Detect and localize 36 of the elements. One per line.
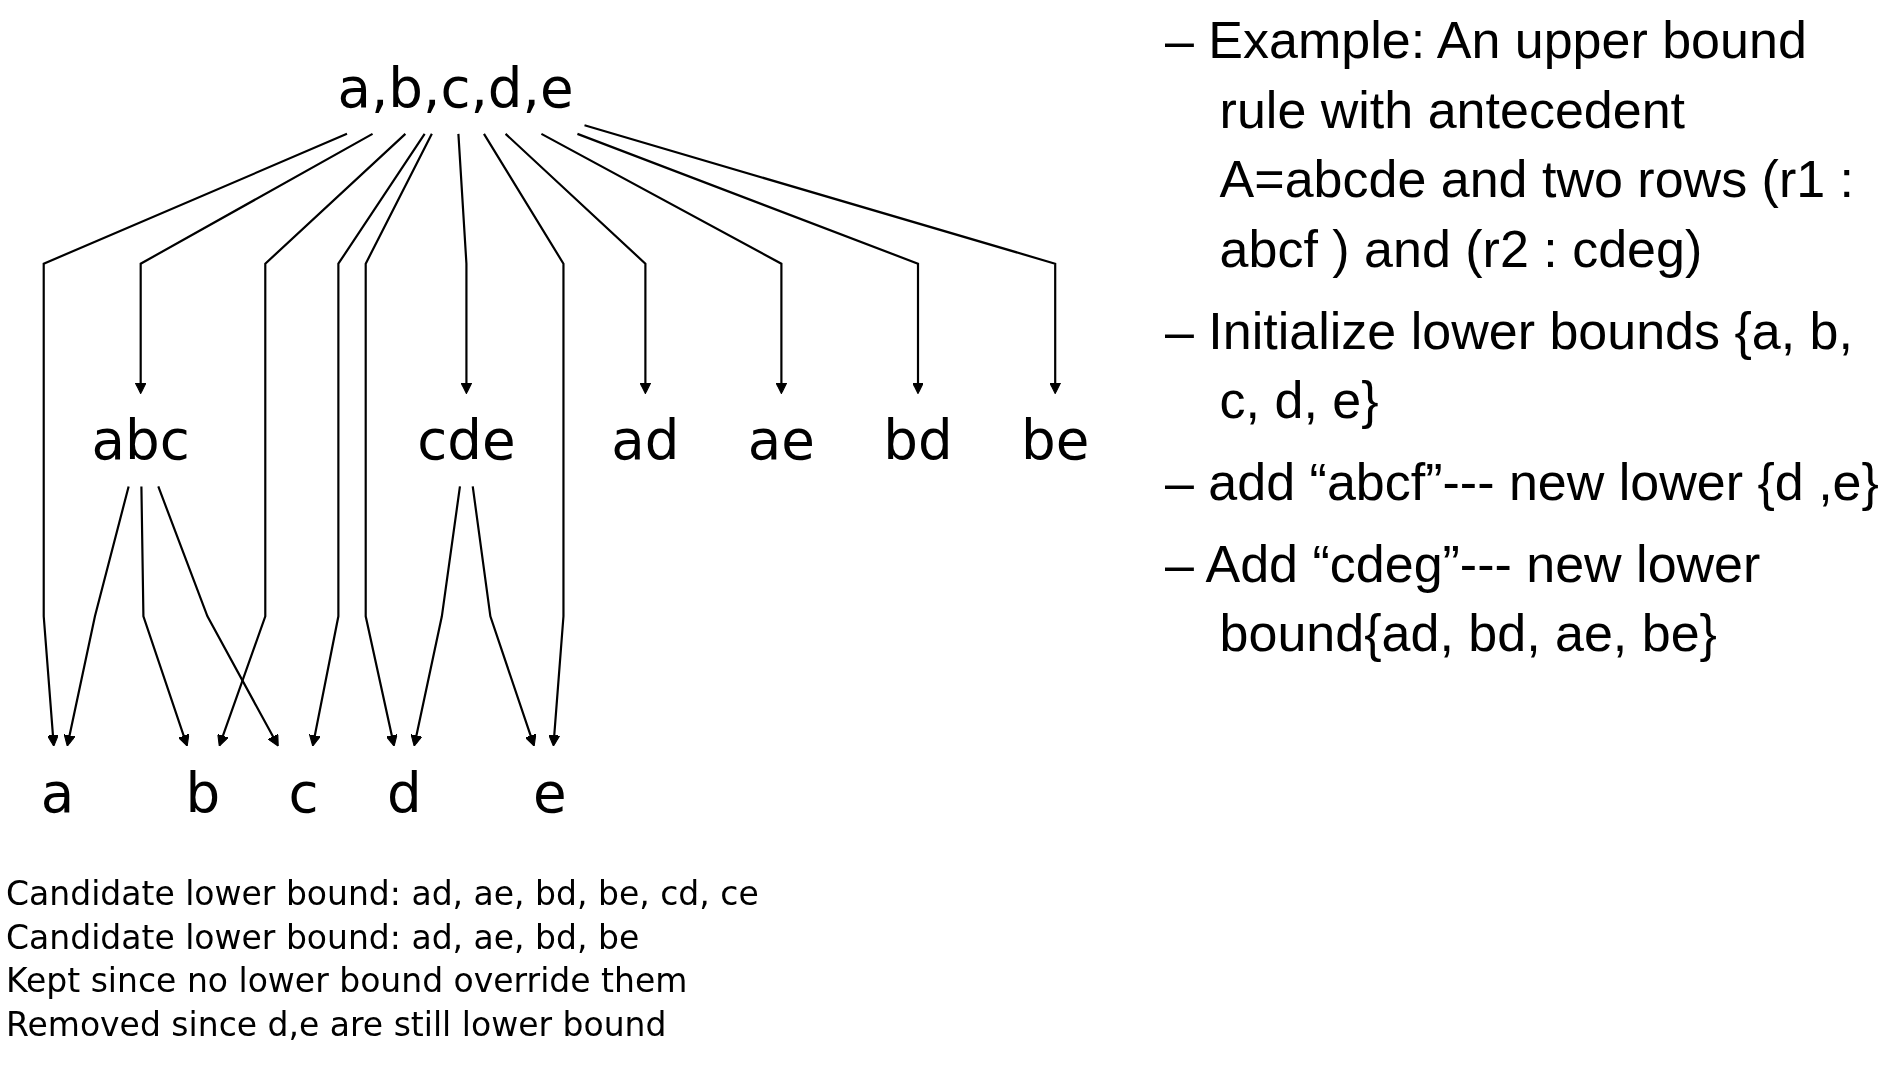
node-text: be [1021, 408, 1090, 472]
arrow [483, 133, 565, 747]
arrow [577, 132, 924, 395]
node-text: bd [883, 408, 953, 472]
note-text: Candidate lower bound: ad, ae, bd, be, cd, ce [6, 873, 759, 915]
arrow [584, 124, 1062, 395]
bullet-text: – Example: An upper bound rule with antecedent A=abcde and two rows (r1 : abcf ) and (r2 : cdeg) [1165, 10, 1856, 280]
node-text: abc [91, 408, 190, 472]
node-text: c [288, 761, 319, 825]
node-text: d [386, 761, 422, 825]
arrow [471, 486, 537, 747]
note-text: Candidate lower bound: ad, ae, bd, be [6, 916, 640, 959]
node-text: ad [611, 408, 680, 472]
note-text: Kept since no lower bound override them [6, 960, 688, 1003]
bullet-text: – Initialize lower bounds {a, b, c, d, e} [1165, 300, 1854, 432]
node-text: e [533, 761, 567, 825]
arrow [63, 486, 130, 747]
node-text: cde [417, 408, 516, 472]
note-text: Removed since d,e are still lower bound [6, 1003, 667, 1046]
arrow [308, 133, 426, 747]
node-text: b [185, 761, 221, 825]
arrow [140, 486, 190, 747]
arrow [410, 486, 462, 747]
arrow [134, 132, 374, 395]
arrow [504, 133, 652, 395]
node-text: a,b,c,d,e [337, 55, 574, 119]
arrow [42, 132, 348, 747]
arrow [457, 133, 473, 395]
node-text: ae [747, 408, 815, 472]
bullet-text: – Add “cdeg”--- new lower bound{ad, bd, ae, be} [1165, 533, 1762, 665]
node-text: a [40, 761, 75, 825]
arrow [157, 486, 279, 747]
arrow [217, 133, 407, 747]
arrow [364, 133, 433, 747]
bullet-text: – add “abcf”--- new lower {d ,e} [1165, 452, 1880, 514]
arrow [540, 132, 788, 395]
